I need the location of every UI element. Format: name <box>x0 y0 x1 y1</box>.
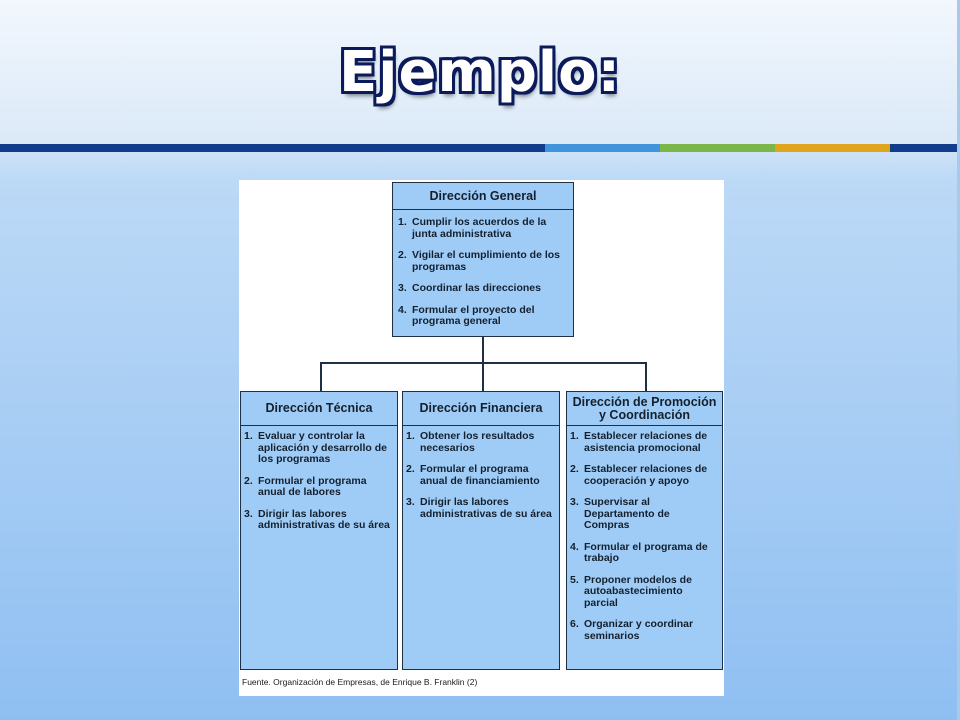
list-item: 3.Coordinar las direcciones <box>398 282 541 294</box>
header-rule-green <box>660 144 775 152</box>
list-item: 1.Obtener los resultados necesarios <box>406 430 535 454</box>
connector-promocion <box>645 362 647 391</box>
header-rule-blue <box>545 144 660 152</box>
list-item: 4.Formular el programa de trabajo <box>570 540 708 564</box>
header-rule-gold <box>775 144 890 152</box>
list-item: 3.Supervisar al Departamento de Compras <box>570 496 670 531</box>
slide-title: Ejemplo: <box>339 40 621 105</box>
org-chart-image: Dirección General 1.Cumplir los acuerdos… <box>239 180 724 696</box>
slide-right-edge <box>957 0 960 720</box>
org-box-direccion-financiera: Dirección Financiera 1.Obtener los resul… <box>402 391 560 670</box>
list-item: 3.Dirigir las labores administrativas de… <box>406 496 552 520</box>
list-item: 4.Formular el proyecto del programa gene… <box>398 303 535 327</box>
list-item: 2.Formular el programa anual de labores <box>244 474 367 498</box>
list-item: 3.Dirigir las labores administrativas de… <box>244 507 390 531</box>
list-item: 1.Establecer relaciones de asistencia pr… <box>570 430 708 454</box>
org-box-direccion-promocion: Dirección de Promoción y Coordinación 1.… <box>566 391 723 670</box>
org-box-items: 1.Establecer relaciones de asistencia pr… <box>567 426 722 642</box>
org-box-items: 1.Evaluar y controlar la aplicación y de… <box>241 426 397 532</box>
org-box-title: Dirección de Promoción y Coordinación <box>567 392 722 426</box>
org-box-title: Dirección Financiera <box>403 392 559 426</box>
org-box-title: Dirección General <box>393 183 573 210</box>
list-item: 1.Evaluar y controlar la aplicación y de… <box>244 430 387 465</box>
list-item: 6.Organizar y coordinar seminarios <box>570 618 694 642</box>
org-box-items: 1.Cumplir los acuerdos de la junta admin… <box>393 210 573 328</box>
source-caption: Fuente. Organización de Empresas, de Enr… <box>242 677 478 687</box>
list-item: 1.Cumplir los acuerdos de la junta admin… <box>398 216 547 240</box>
connector-general-down <box>482 336 484 362</box>
org-box-items: 1.Obtener los resultados necesarios 2.Fo… <box>403 426 559 520</box>
list-item: 2.Establecer relaciones de cooperación y… <box>570 463 708 487</box>
org-box-direccion-tecnica: Dirección Técnica 1.Evaluar y controlar … <box>240 391 398 670</box>
org-box-title-line: Dirección de Promoción <box>572 394 717 409</box>
connector-financiera <box>482 362 484 391</box>
list-item: 2.Vigilar el cumplimiento de los program… <box>398 249 561 273</box>
slide-header <box>0 0 960 144</box>
org-box-direccion-general: Dirección General 1.Cumplir los acuerdos… <box>392 182 574 337</box>
list-item: 5.Proponer modelos de autoabastecimiento… <box>570 573 692 609</box>
header-rule-navy-end <box>890 144 960 152</box>
connector-tecnica <box>320 362 322 391</box>
org-box-title: Dirección Técnica <box>241 392 397 426</box>
org-box-title-line: y Coordinación <box>599 407 690 422</box>
list-item: 2.Formular el programa anual de financia… <box>406 463 540 487</box>
header-rule-navy <box>0 144 545 152</box>
